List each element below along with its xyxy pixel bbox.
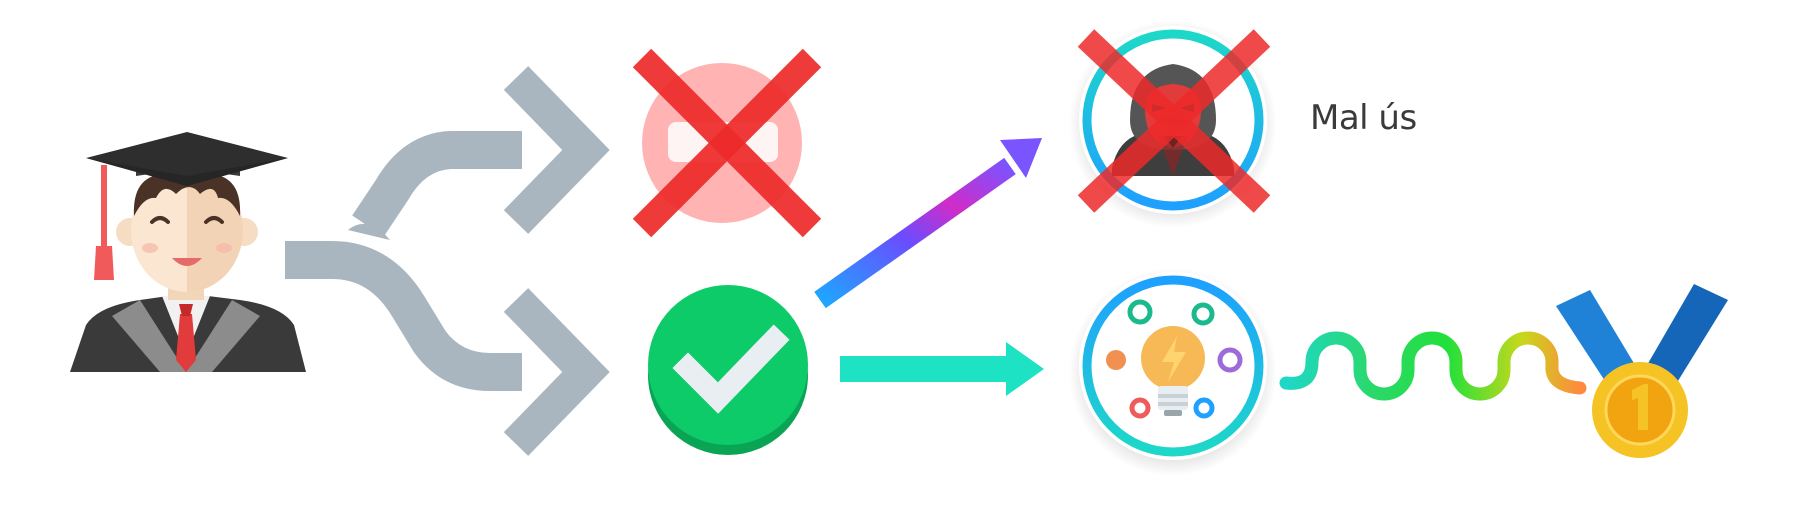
blocked-cross-icon <box>632 48 822 238</box>
flow-arrowhead-upper <box>503 66 610 234</box>
lightbulb-ideas-icon <box>1106 299 1243 419</box>
misuse-node <box>1069 20 1277 228</box>
flow-arrowhead-lower <box>503 288 610 456</box>
gold-medal-icon <box>1556 284 1728 458</box>
approve-node <box>648 285 808 455</box>
graduate-icon <box>70 132 306 372</box>
flow-arrow-upper <box>352 131 522 237</box>
misuse-label: Mal ús <box>1310 98 1417 138</box>
flow-arrow-lower <box>285 241 522 391</box>
checkmark-icon <box>672 324 790 414</box>
split-flow-arrows <box>285 66 610 456</box>
misuse-arrow <box>814 138 1042 309</box>
good-use-arrow <box>840 342 1044 396</box>
good-use-node <box>1069 268 1277 476</box>
wave-path <box>1279 331 1587 401</box>
